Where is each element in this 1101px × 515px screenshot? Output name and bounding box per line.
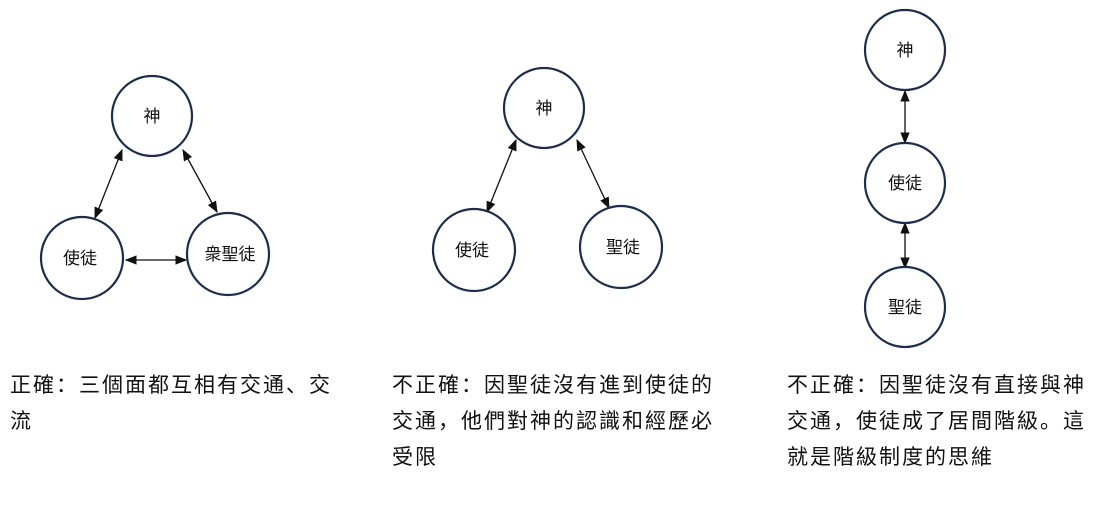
edge-god-apostles <box>94 148 123 220</box>
caption-correct: 正確：三個面都互相有交通、交流 <box>10 373 332 433</box>
node-apostles: 使徒 <box>39 215 125 301</box>
diagram-2: 神 使徒 聖徒 <box>431 66 664 293</box>
edge-god-apostles <box>486 138 517 214</box>
node-label-god: 神 <box>536 99 553 119</box>
node-label-saints: 聖徒 <box>888 298 922 318</box>
node-label-apostles: 使徒 <box>63 248 97 269</box>
caption-incorrect-limited: 不正確：因聖徒沒有進到使徒的交通，他們對神的認識和經歷必受限 <box>392 373 714 469</box>
diagram-3: 神 使徒 聖徒 <box>863 8 947 349</box>
edge-god-saints <box>182 148 218 214</box>
node-god: 神 <box>502 66 586 150</box>
node-apostles: 使徒 <box>431 207 517 293</box>
node-apostles: 使徒 <box>863 141 947 225</box>
node-label-saints: 衆聖徒 <box>205 245 256 265</box>
node-label-god: 神 <box>144 107 161 127</box>
node-saints: 衆聖徒 <box>185 211 271 297</box>
diagram-1: 神 使徒 衆聖徒 <box>39 74 271 301</box>
node-god: 神 <box>110 74 194 158</box>
node-label-god: 神 <box>897 41 914 61</box>
node-label-saints: 聖徒 <box>606 238 640 258</box>
node-saints: 聖徒 <box>863 265 947 349</box>
node-god: 神 <box>863 8 947 92</box>
node-saints: 聖徒 <box>578 204 664 290</box>
edge-god-saints <box>576 138 610 210</box>
node-label-apostles: 使徒 <box>455 240 489 261</box>
caption-incorrect-hierarchy: 不正確：因聖徒沒有直接與神交通，使徒成了居間階級。這就是階級制度的思維 <box>787 373 1086 469</box>
node-label-apostles: 使徒 <box>888 173 922 194</box>
